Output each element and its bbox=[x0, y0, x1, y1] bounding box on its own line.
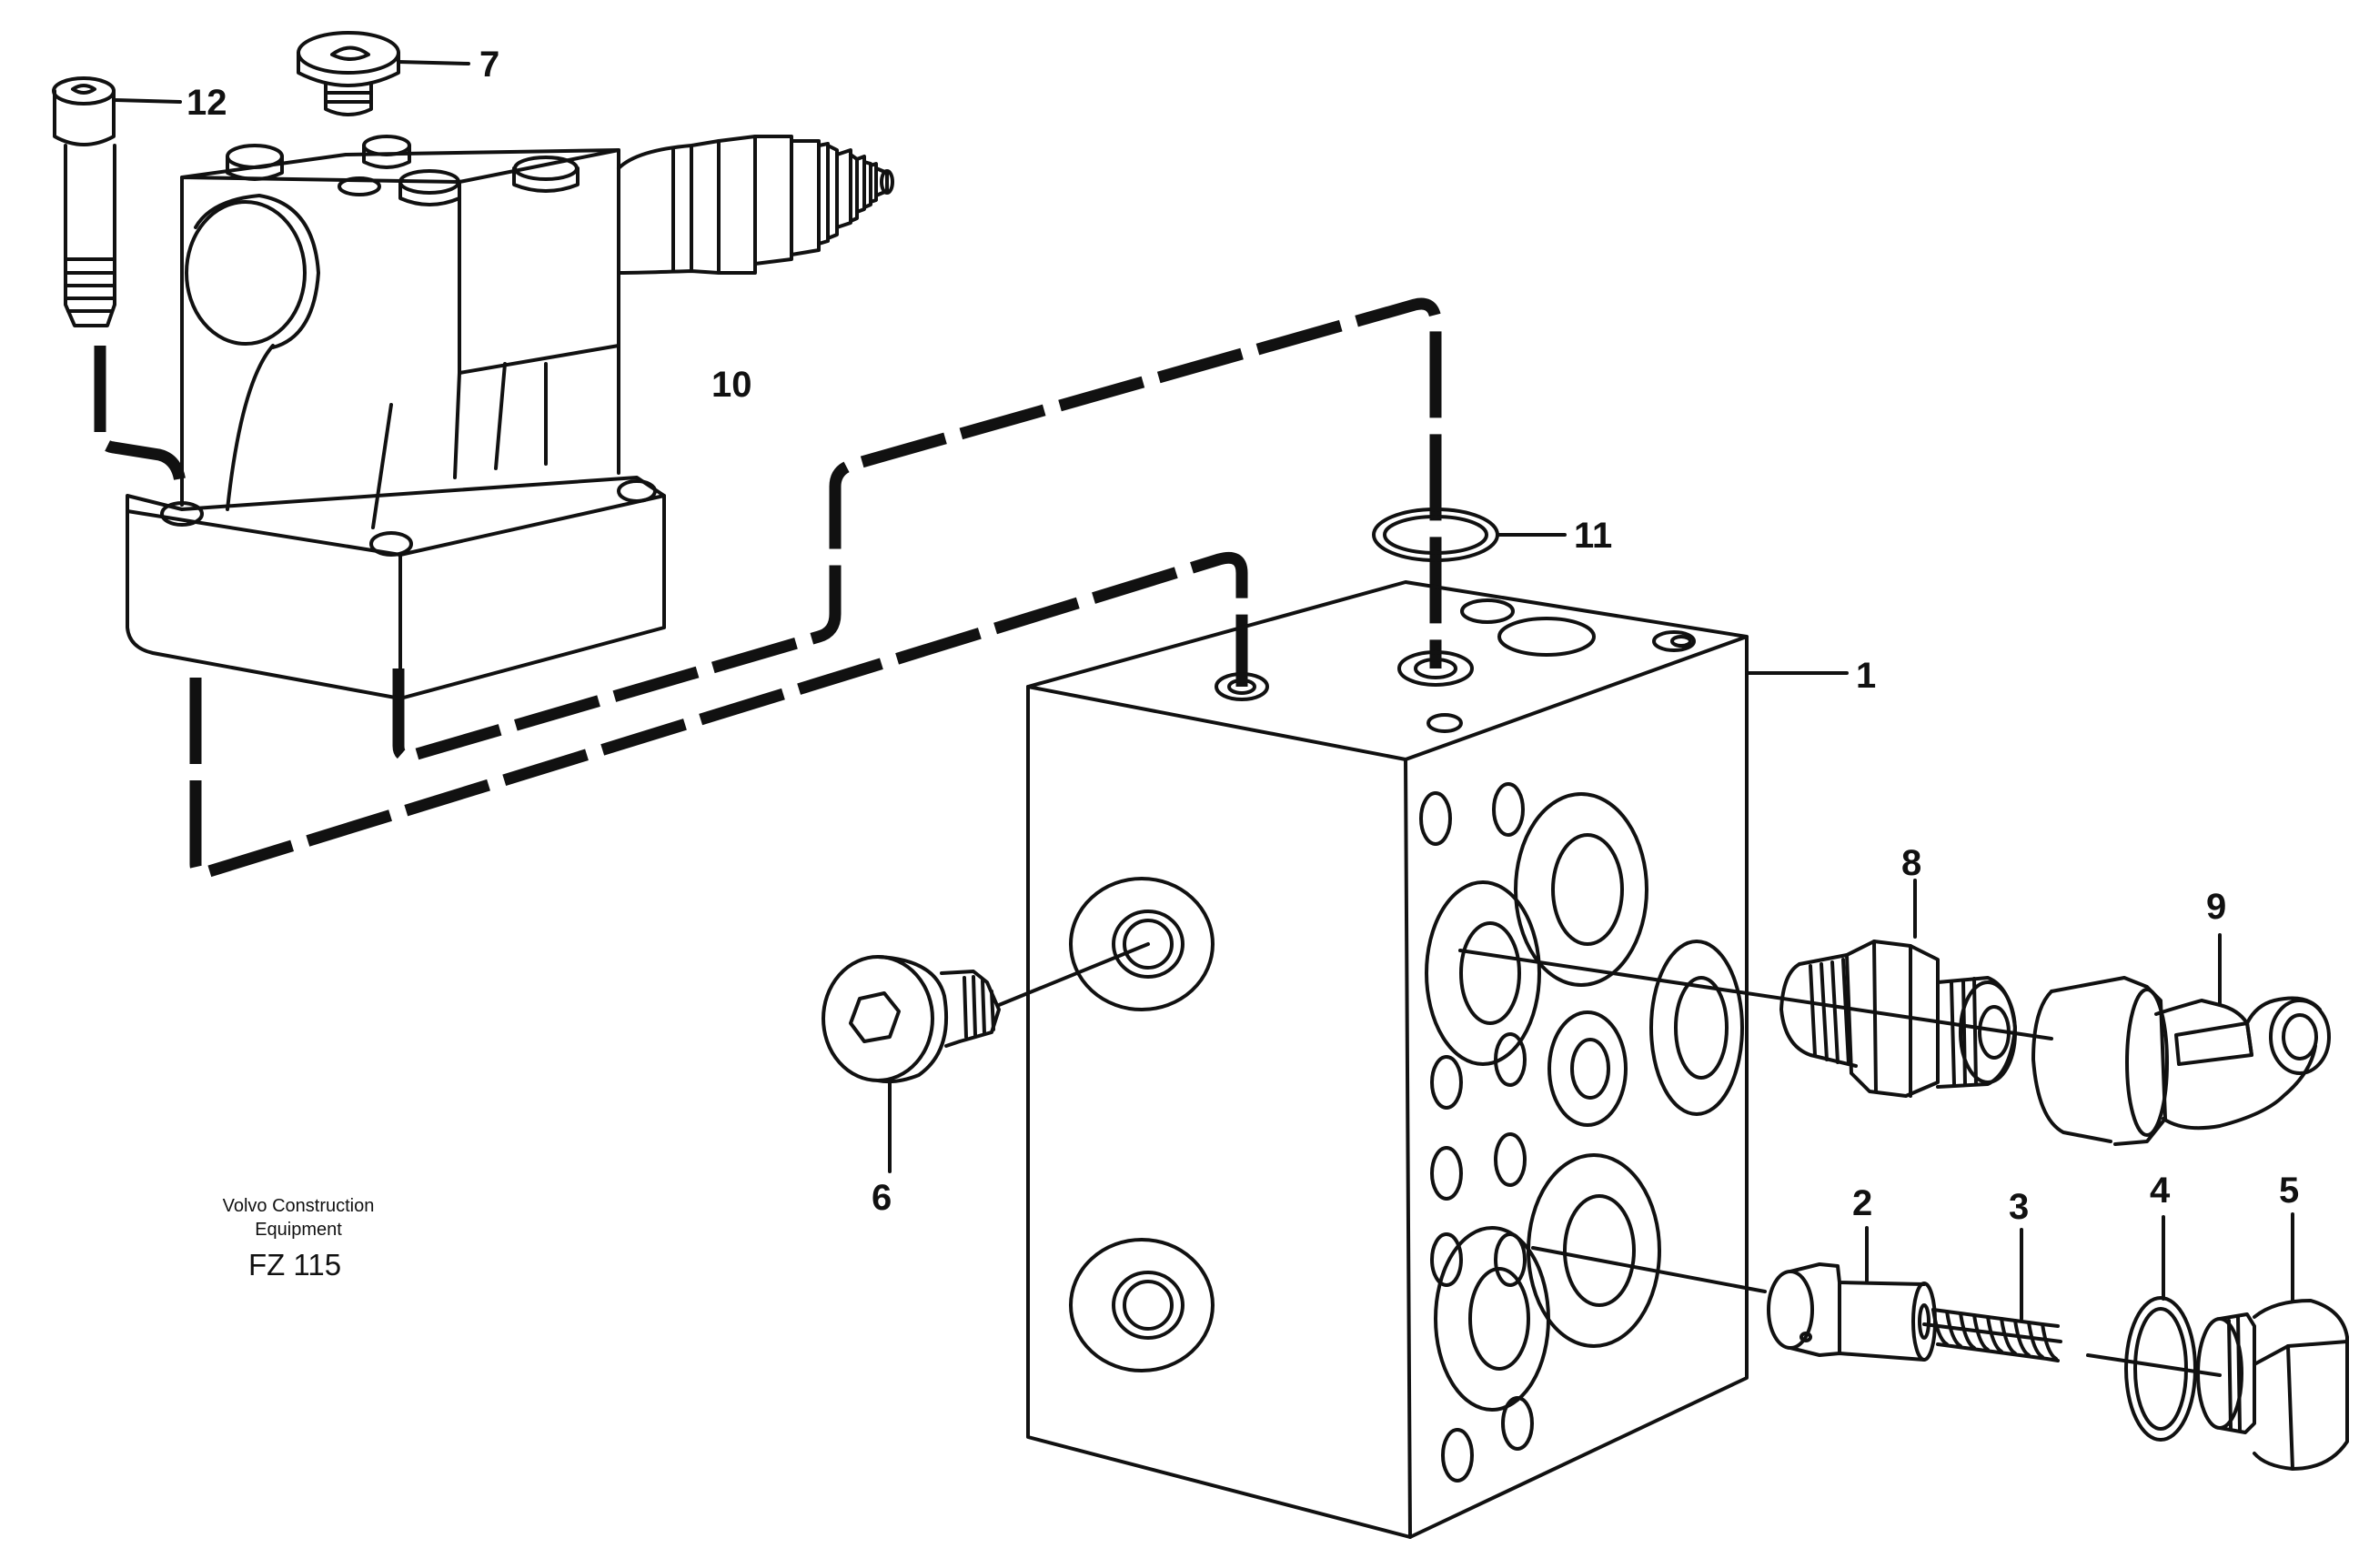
callout-1: 1 bbox=[1856, 656, 1876, 696]
piston-part-2 bbox=[1531, 1226, 1937, 1362]
drawing-caption: Volvo Construction Equipment FZ 115 bbox=[223, 1196, 375, 1282]
callout-7: 7 bbox=[479, 45, 499, 85]
callout-2: 2 bbox=[1852, 1183, 1872, 1223]
callout-5: 5 bbox=[2279, 1171, 2299, 1211]
hydraulic-line-dashed bbox=[94, 297, 1442, 879]
callout-labels: 1 2 3 4 5 6 7 8 9 10 11 12 bbox=[186, 45, 2299, 1227]
drawing-code: FZ 115 bbox=[248, 1248, 341, 1282]
callout-12: 12 bbox=[186, 83, 227, 123]
pilot-valve-body-part-10 bbox=[126, 135, 894, 700]
valve-manifold-block-part-1 bbox=[1026, 580, 1849, 1539]
manufacturer-name-line-2: Equipment bbox=[255, 1220, 342, 1240]
callout-4: 4 bbox=[2150, 1171, 2171, 1211]
o-ring-part-11 bbox=[1372, 508, 1567, 562]
sealing-ring-part-4 bbox=[2086, 1215, 2222, 1442]
manufacturer-name-line-1: Volvo Construction bbox=[223, 1196, 375, 1216]
callout-10: 10 bbox=[711, 365, 752, 405]
callout-3: 3 bbox=[2009, 1187, 2029, 1227]
plug-screw-part-6 bbox=[822, 942, 1150, 1173]
callout-9: 9 bbox=[2206, 887, 2226, 927]
elbow-fitting-part-9 bbox=[2031, 933, 2331, 1146]
callout-8: 8 bbox=[1901, 843, 1921, 883]
plug-part-5 bbox=[2196, 1212, 2349, 1471]
hex-socket-bolt-part-12 bbox=[52, 76, 182, 327]
callout-6: 6 bbox=[872, 1178, 892, 1218]
adapter-nipple-part-8 bbox=[1458, 879, 2053, 1098]
plug-part-7 bbox=[297, 31, 470, 116]
spring-part-3 bbox=[1922, 1228, 2062, 1362]
callout-11: 11 bbox=[1574, 516, 1612, 556]
